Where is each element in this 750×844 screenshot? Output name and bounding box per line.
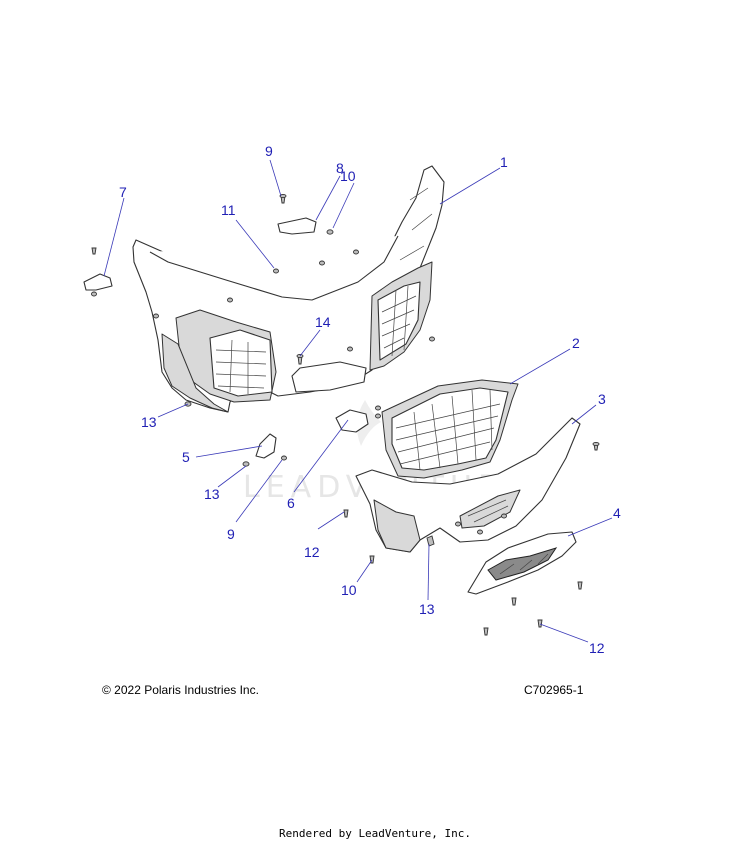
grille [381, 379, 519, 479]
copyright-notice: © 2022 Polaris Industries Inc. [102, 683, 259, 697]
callout-11: 11 [221, 202, 236, 218]
front-fascia-frame [132, 165, 445, 413]
callout-12-left: 12 [304, 544, 320, 560]
callout-9-bottom: 9 [227, 526, 235, 542]
callout-9-top: 9 [265, 143, 273, 159]
callout-6: 6 [287, 495, 295, 511]
fastener-14 [296, 353, 304, 365]
callout-labels: 1 2 3 4 5 6 7 8 9 9 10 10 11 12 12 13 13… [119, 143, 621, 656]
callout-7: 7 [119, 184, 127, 200]
callout-8: 8 [336, 160, 344, 176]
lower-bumper [355, 405, 600, 553]
callout-13-middle: 13 [204, 486, 220, 502]
rendered-by-credit: Rendered by LeadVenture, Inc. [278, 827, 472, 840]
callout-10-top: 10 [340, 168, 356, 184]
callout-5: 5 [182, 449, 190, 465]
lower-trim-panel [467, 531, 577, 595]
hardware-items [83, 193, 583, 636]
callout-4: 4 [613, 505, 621, 521]
callout-2: 2 [572, 335, 580, 351]
document-code: C702965-1 [524, 683, 584, 697]
leader-lines [103, 159, 613, 643]
callout-10-bottom: 10 [341, 582, 357, 598]
callout-13-left: 13 [141, 414, 157, 430]
callout-1: 1 [500, 154, 508, 170]
callout-3: 3 [598, 391, 606, 407]
callout-13-bottom: 13 [419, 601, 435, 617]
callout-14: 14 [315, 314, 331, 330]
callout-12-right: 12 [589, 640, 605, 656]
